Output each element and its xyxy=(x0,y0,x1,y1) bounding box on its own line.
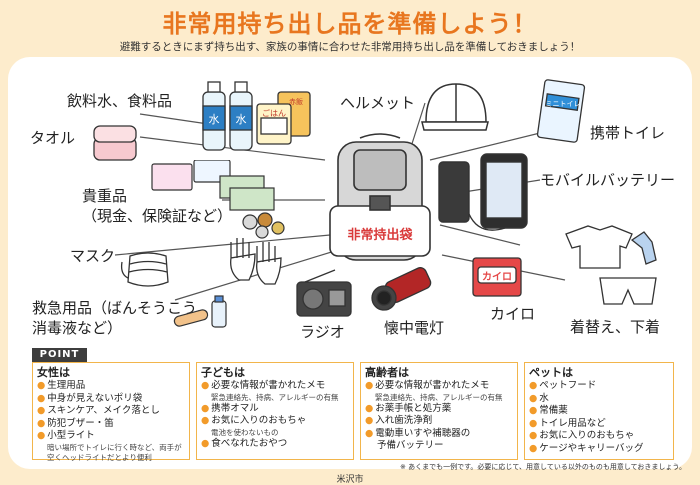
list-item: ●ペットフード xyxy=(529,380,597,391)
point-pets-title: ペットは xyxy=(529,366,573,379)
water-bottle-icon: 水 水 xyxy=(202,81,253,151)
list-note: 電池を使わないもの xyxy=(211,427,279,437)
label-helmet: ヘルメット xyxy=(340,94,416,112)
list-item: ●必要な情報が書かれたメモ xyxy=(365,380,490,391)
label-mask: マスク xyxy=(70,247,116,265)
list-item: ●ケージやキャリーバッグ xyxy=(529,442,644,454)
label-firstaid-detail: 消毒液など） xyxy=(32,319,123,337)
label-kairo: カイロ xyxy=(490,305,536,323)
rice-label: ごはん xyxy=(262,108,286,118)
label-clothes: 着替え、下着 xyxy=(570,318,661,336)
list-item: 予備バッテリー xyxy=(377,440,444,451)
list-item: ●お気に入りのおもちゃ xyxy=(201,415,307,426)
list-item: ●トイレ用品など xyxy=(529,417,606,429)
label-flashlight: 懐中電灯 xyxy=(384,319,445,337)
list-item: ●食べなれたおやつ xyxy=(201,437,288,449)
list-item: ●お薬手帳と処方薬 xyxy=(365,402,452,414)
footnote: ※ あくまでも一例です。必要に応じて、用意している以外のものも用意しておきましょ… xyxy=(400,463,686,471)
flashlight-icon xyxy=(371,267,432,311)
list-item: ●水 xyxy=(529,392,549,404)
list-note: 緊急連絡先、持病、アレルギーの有無 xyxy=(211,392,339,402)
point-women-note: 暗い場所でトイレに行く時など、両手が空くヘッドライトだとより便利 xyxy=(47,442,182,462)
label-toilet: 携帯トイレ xyxy=(590,124,666,142)
list-item: ●常備薬 xyxy=(529,405,568,416)
towel-icon xyxy=(93,125,137,161)
label-valuables: 貴重品 xyxy=(82,187,128,205)
rice2-label: 赤飯 xyxy=(289,97,303,106)
list-item: ●お気に入りのおもちゃ xyxy=(529,430,635,441)
list-item: ●電動車いすや補聴器の xyxy=(365,427,471,439)
toilet-pack-label: ミニトイレ xyxy=(546,100,581,108)
mask-icon xyxy=(120,252,169,287)
bag-label: 非常持出袋 xyxy=(347,227,413,243)
valuables-icon xyxy=(151,160,285,239)
label-battery: モバイルバッテリー xyxy=(540,171,676,189)
page-subtitle: 避難するときにまず持ち出す、家族の事情に合わせた非常用持ち出し品を準備しておきま… xyxy=(119,41,581,53)
mobile-battery-icon xyxy=(438,153,528,231)
label-radio: ラジオ xyxy=(300,323,345,341)
point-elderly-title: 高齢者は xyxy=(365,366,409,379)
kairo-label: カイロ xyxy=(482,271,512,283)
water-label: 水 xyxy=(209,113,220,126)
point-children-title: 子どもは xyxy=(201,366,245,379)
portable-toilet-icon: ミニトイレ xyxy=(536,79,586,143)
label-towel: タオル xyxy=(30,129,76,147)
clothes-icon xyxy=(565,225,657,305)
list-item: ●中身が見えないポリ袋 xyxy=(37,392,143,404)
label-valuables-detail: （現金、保険証など） xyxy=(82,207,233,225)
backpack-icon: 非常持出袋 xyxy=(329,133,431,261)
helmet-icon xyxy=(421,83,489,131)
water-label-2: 水 xyxy=(236,113,247,126)
list-item: ●スキンケア、メイク落とし xyxy=(37,405,160,416)
list-item: ●小型ライト xyxy=(37,430,95,441)
list-item: ●携帯オマル xyxy=(201,402,259,414)
list-item: ●生理用品 xyxy=(37,380,86,391)
city-name: 米沢市 xyxy=(336,475,364,485)
gloves-icon xyxy=(230,238,282,285)
point-women: 女性は ●生理用品 ●中身が見えないポリ袋 ●スキンケア、メイク落とし ●防犯ブ… xyxy=(32,362,190,462)
list-item: ●必要な情報が書かれたメモ xyxy=(201,380,326,391)
list-note: 緊急連絡先、持病、アレルギーの有無 xyxy=(375,392,503,402)
point-women-title: 女性は xyxy=(37,366,70,379)
point-tag: POINT xyxy=(32,348,87,362)
list-item: ●入れ歯洗浄剤 xyxy=(365,415,433,426)
label-water-food: 飲料水、食料品 xyxy=(67,92,173,110)
point-children: 子どもは ●必要な情報が書かれたメモ 緊急連絡先、持病、アレルギーの有無 ●携帯… xyxy=(196,362,354,460)
page-title: 非常用持ち出し品を準備しよう！ xyxy=(162,10,538,38)
label-firstaid: 救急用品（ばんそうこう、 xyxy=(32,299,213,317)
rice-pack-icon: ごはん 赤飯 xyxy=(256,91,311,145)
point-elderly: 高齢者は ●必要な情報が書かれたメモ 緊急連絡先、持病、アレルギーの有無 ●お薬… xyxy=(360,362,518,460)
kairo-icon: カイロ xyxy=(472,257,522,297)
first-aid-icon xyxy=(173,295,227,328)
radio-icon xyxy=(296,269,352,317)
point-pets: ペットは ●ペットフード ●水 ●常備薬 ●トイレ用品など ●お気に入りのおもち… xyxy=(524,362,674,460)
list-item: ●防犯ブザー・笛 xyxy=(37,417,114,429)
